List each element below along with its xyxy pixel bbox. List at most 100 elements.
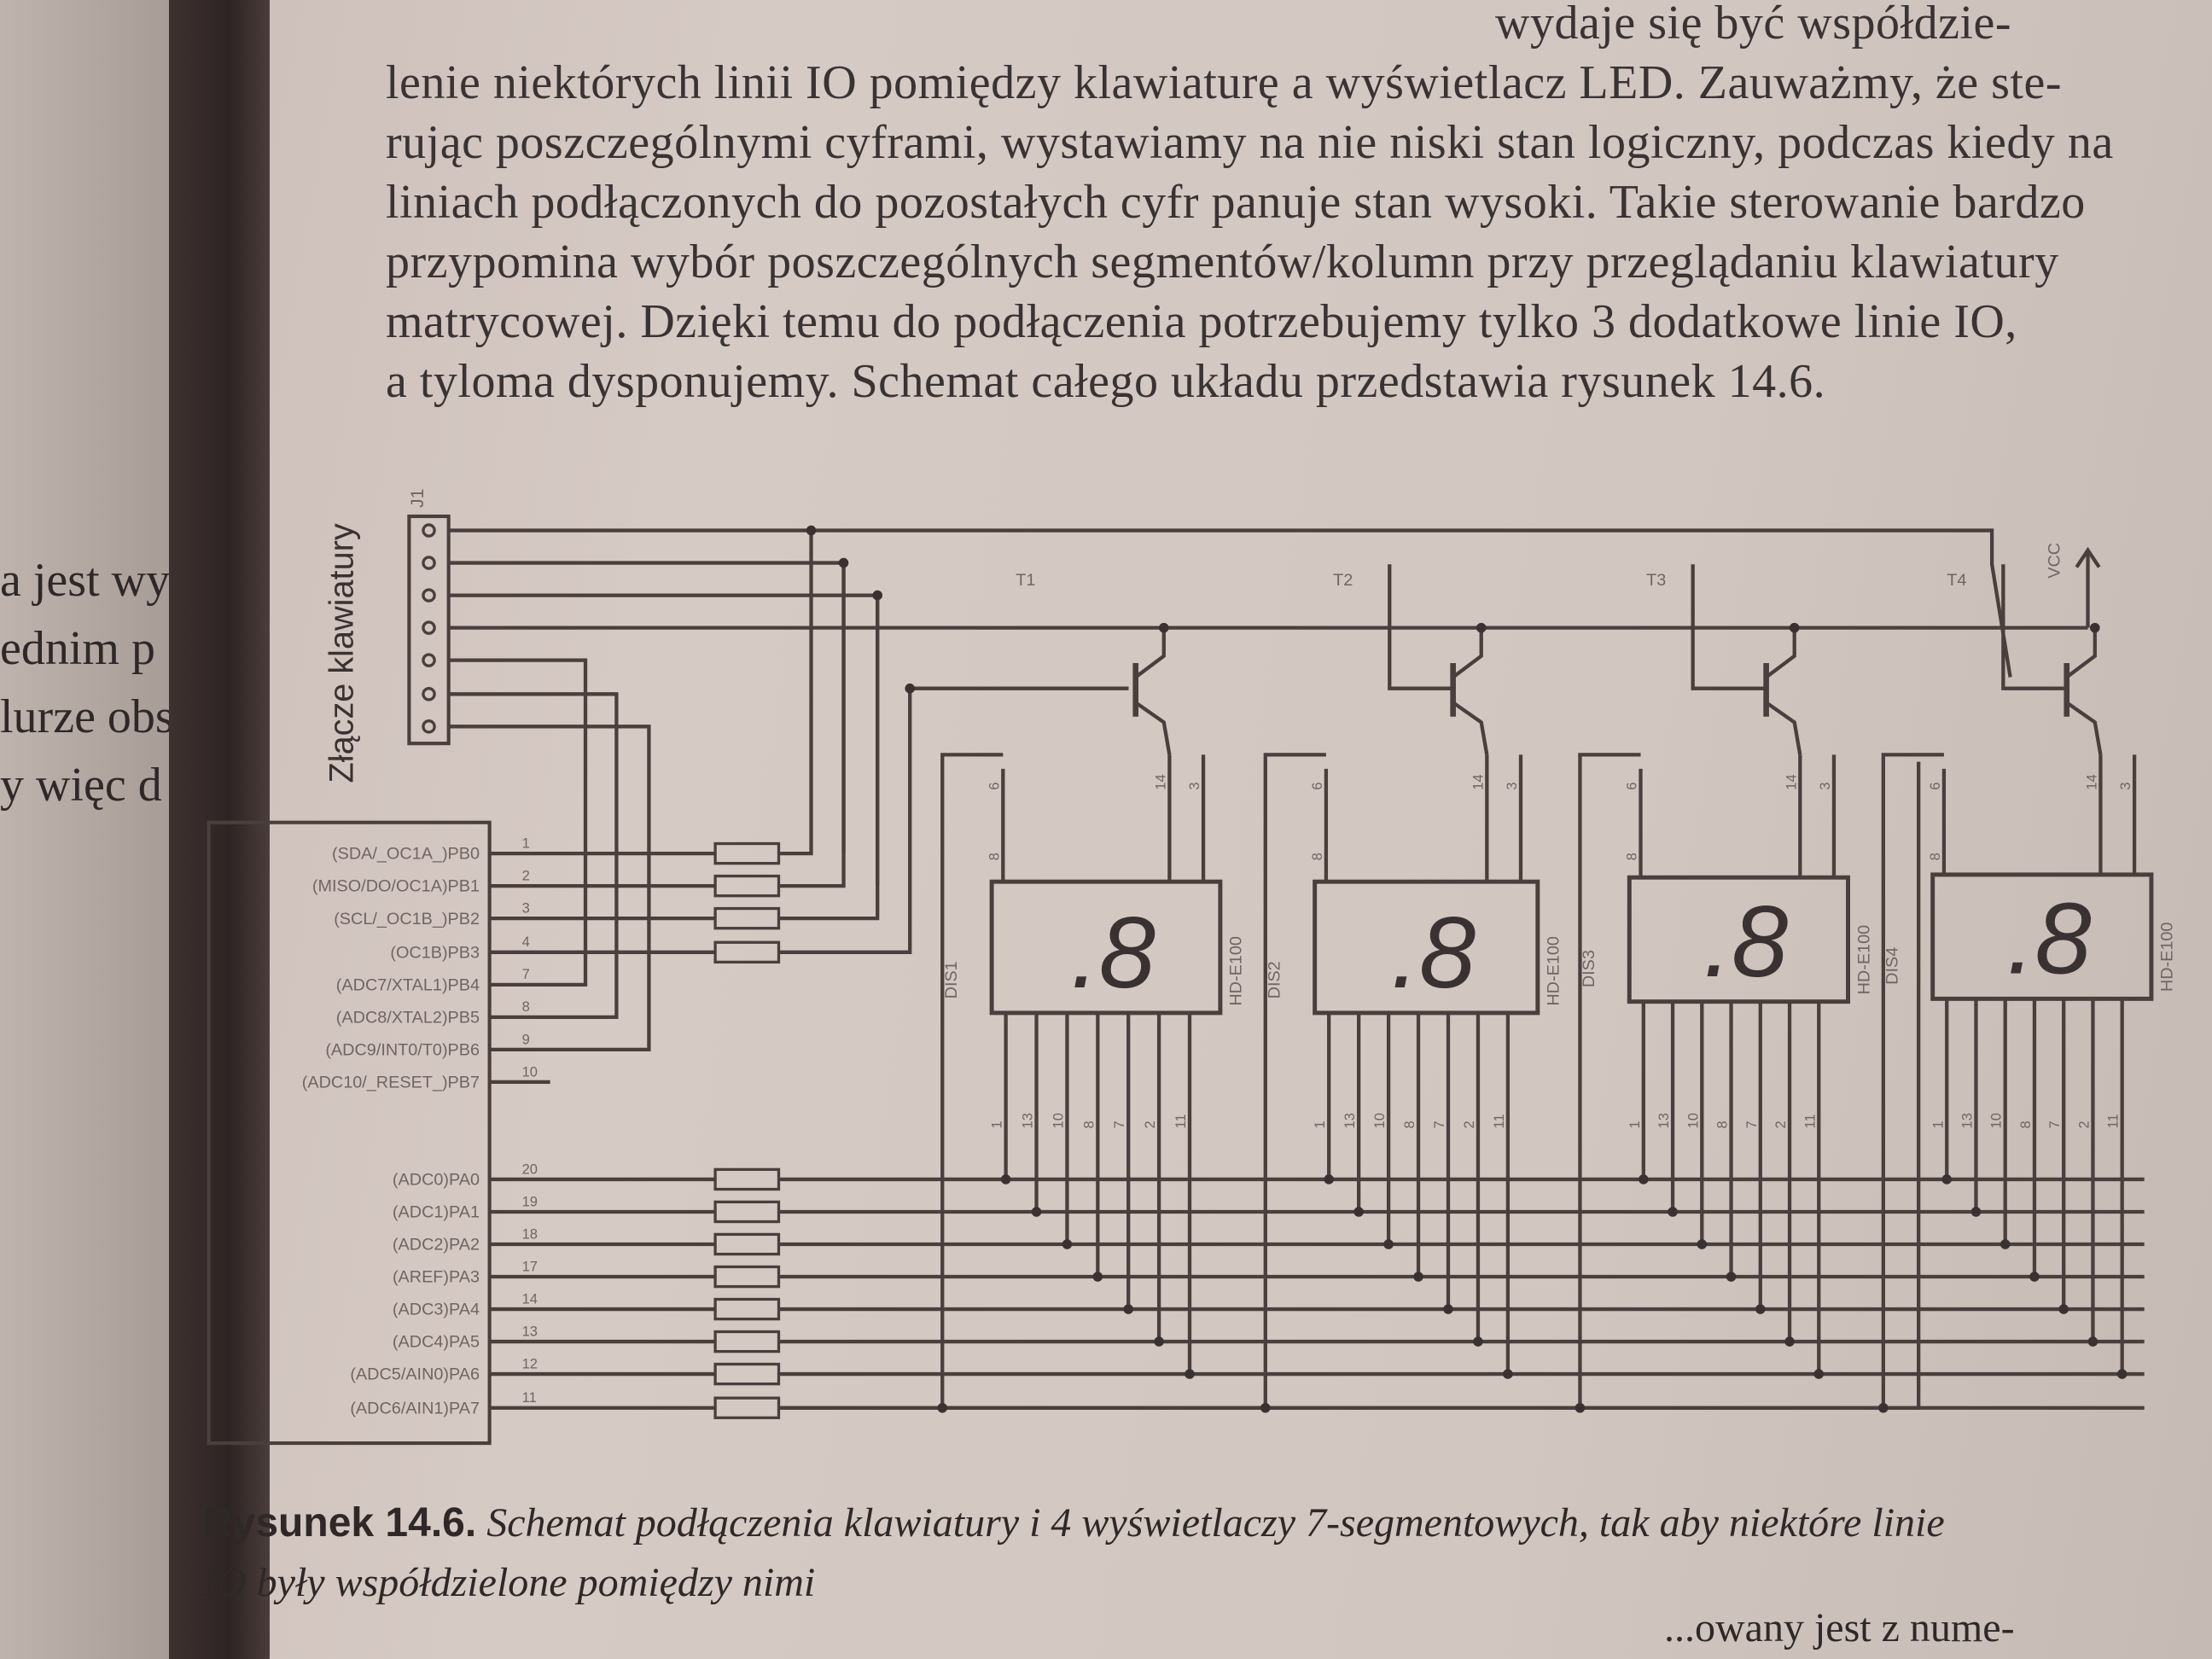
display-pin-number: 2	[1461, 1121, 1477, 1128]
display-part: HD-E100	[1227, 936, 1246, 1006]
display-pin-number: 13	[1656, 1113, 1672, 1128]
junction-dot	[1353, 1207, 1364, 1217]
resistor	[713, 1200, 781, 1224]
pin-number: 3	[522, 900, 530, 917]
junction-dot	[1697, 1239, 1708, 1249]
pin-number: 13	[522, 1323, 538, 1339]
junction-dot	[1813, 1369, 1825, 1379]
display-part: HD-E100	[1545, 936, 1563, 1006]
junction-dot	[1123, 1304, 1133, 1314]
wire	[448, 593, 880, 887]
left-line: lurze obs	[0, 690, 174, 743]
display-pin-number: 11	[2105, 1114, 2122, 1128]
figure-caption: Rysunek 14.6. Schemat podłączenia klawia…	[203, 1493, 1945, 1613]
pin-name: (SCL/_OC1B_)PB2	[334, 910, 480, 928]
pin-name: (ADC1)PA1	[393, 1203, 480, 1222]
connector-pin	[422, 620, 436, 635]
junction-dot	[838, 557, 849, 568]
junction-dot	[1000, 1174, 1011, 1185]
wire	[1881, 753, 1944, 1408]
junction-dot	[1941, 1174, 1953, 1185]
display-pin-number: 8	[1080, 1121, 1097, 1128]
junction-dot	[1575, 1402, 1586, 1413]
pin-name: (ADC10/_RESET_)PB7	[302, 1074, 480, 1092]
display-pin-number: 10	[1371, 1113, 1388, 1128]
wire	[778, 761, 1921, 1410]
resistor	[713, 1330, 781, 1353]
pin-name: (ADC5/AIN0)PA6	[350, 1365, 480, 1384]
wire	[2001, 564, 2067, 690]
resistor	[713, 1396, 781, 1419]
wire	[1134, 627, 1166, 679]
seven-segment-display	[989, 879, 1223, 1016]
pin-name: (ADC7/XTAL1)PB4	[336, 975, 480, 994]
resistor	[713, 1362, 781, 1386]
display-pin-number: 1	[1312, 1121, 1328, 1128]
seven-segment-display	[1930, 872, 2154, 1001]
vcc-label: VCC	[2045, 543, 2064, 579]
pin-number: 4	[522, 934, 530, 950]
display-pin-number: 11	[1173, 1114, 1189, 1128]
display-pin-number: 1	[1627, 1121, 1643, 1128]
pin-name: (AREF)PA3	[393, 1268, 480, 1287]
display-part: HD-E100	[1854, 925, 1873, 995]
transistor-label: T4	[1947, 571, 1966, 590]
transistor-label: T2	[1333, 571, 1353, 590]
seven-segment-display	[1313, 879, 1540, 1016]
keyboard-connector	[407, 514, 451, 746]
wire	[2065, 701, 2103, 755]
display-pin-number: 6	[1624, 783, 1640, 790]
wire	[1263, 753, 1326, 1408]
text-line: rując poszczególnymi cyframi, wystawiamy…	[386, 116, 2114, 169]
display-ref: DIS4	[1883, 947, 1901, 985]
display-pin-number: 3	[2117, 783, 2133, 790]
wire	[448, 561, 846, 854]
connector-pin	[422, 653, 436, 667]
wire	[1388, 564, 1453, 690]
display-pin-number: 11	[1802, 1114, 1818, 1128]
junction-dot	[1062, 1239, 1073, 1249]
left-page	[0, 0, 171, 1659]
caption-label: Rysunek 14.6.	[203, 1500, 477, 1545]
display-pin-number: 8	[1624, 853, 1640, 860]
pin-number: 11	[522, 1389, 537, 1406]
display-pin-number: 6	[1927, 783, 1943, 790]
pin-name: (ADC6/AIN1)PA7	[350, 1399, 480, 1417]
pin-number: 8	[522, 998, 530, 1015]
wire	[940, 753, 1004, 1408]
pin-name: (MISO/DO/OC1A)PB1	[312, 877, 480, 896]
junction-dot	[1443, 1304, 1453, 1314]
connector-label: Złącze klawiatury	[323, 523, 360, 783]
pin-number: 18	[522, 1225, 538, 1242]
wire	[1765, 627, 1796, 679]
junction-dot	[1473, 1336, 1483, 1347]
resistor	[713, 940, 781, 964]
junction-dot	[1413, 1272, 1423, 1282]
display-pin-number: 6	[986, 783, 1002, 790]
display-pin-number: 10	[1988, 1113, 2005, 1128]
junction-dot	[1970, 1207, 1982, 1217]
next-paragraph-fragment: ...owany jest z nume-	[1664, 1605, 2015, 1650]
wire	[1578, 753, 1641, 1408]
display-pin-number: 10	[1050, 1113, 1066, 1128]
junction-dot	[1639, 1174, 1649, 1185]
display-ref: DIS1	[942, 961, 961, 998]
junction-dot	[2116, 1369, 2128, 1379]
text-line: liniach podłączonych do pozostałych cyfr…	[386, 176, 2086, 229]
seven-segment-display	[1627, 875, 1850, 1004]
junction-dot	[2087, 1336, 2098, 1347]
wire	[778, 595, 880, 921]
text-line: matrycowej. Dzięki temu do podłączenia p…	[386, 295, 2017, 348]
display-ref: DIS2	[1265, 961, 1284, 998]
wire	[2065, 627, 2097, 679]
wire	[778, 530, 813, 856]
wire	[2075, 546, 2101, 568]
display-pin-number: 8	[1309, 853, 1325, 860]
wire	[448, 658, 588, 987]
display-pin-number: 10	[1685, 1113, 1701, 1128]
display-pin-number: 11	[1491, 1114, 1507, 1128]
display-pin-number: 3	[1504, 783, 1520, 790]
body-paragraph: wydaje się być współdzie- lenie niektóry…	[386, 0, 2178, 411]
left-page-text: a jest wy ednim p lurze obs y więc d	[0, 546, 174, 819]
